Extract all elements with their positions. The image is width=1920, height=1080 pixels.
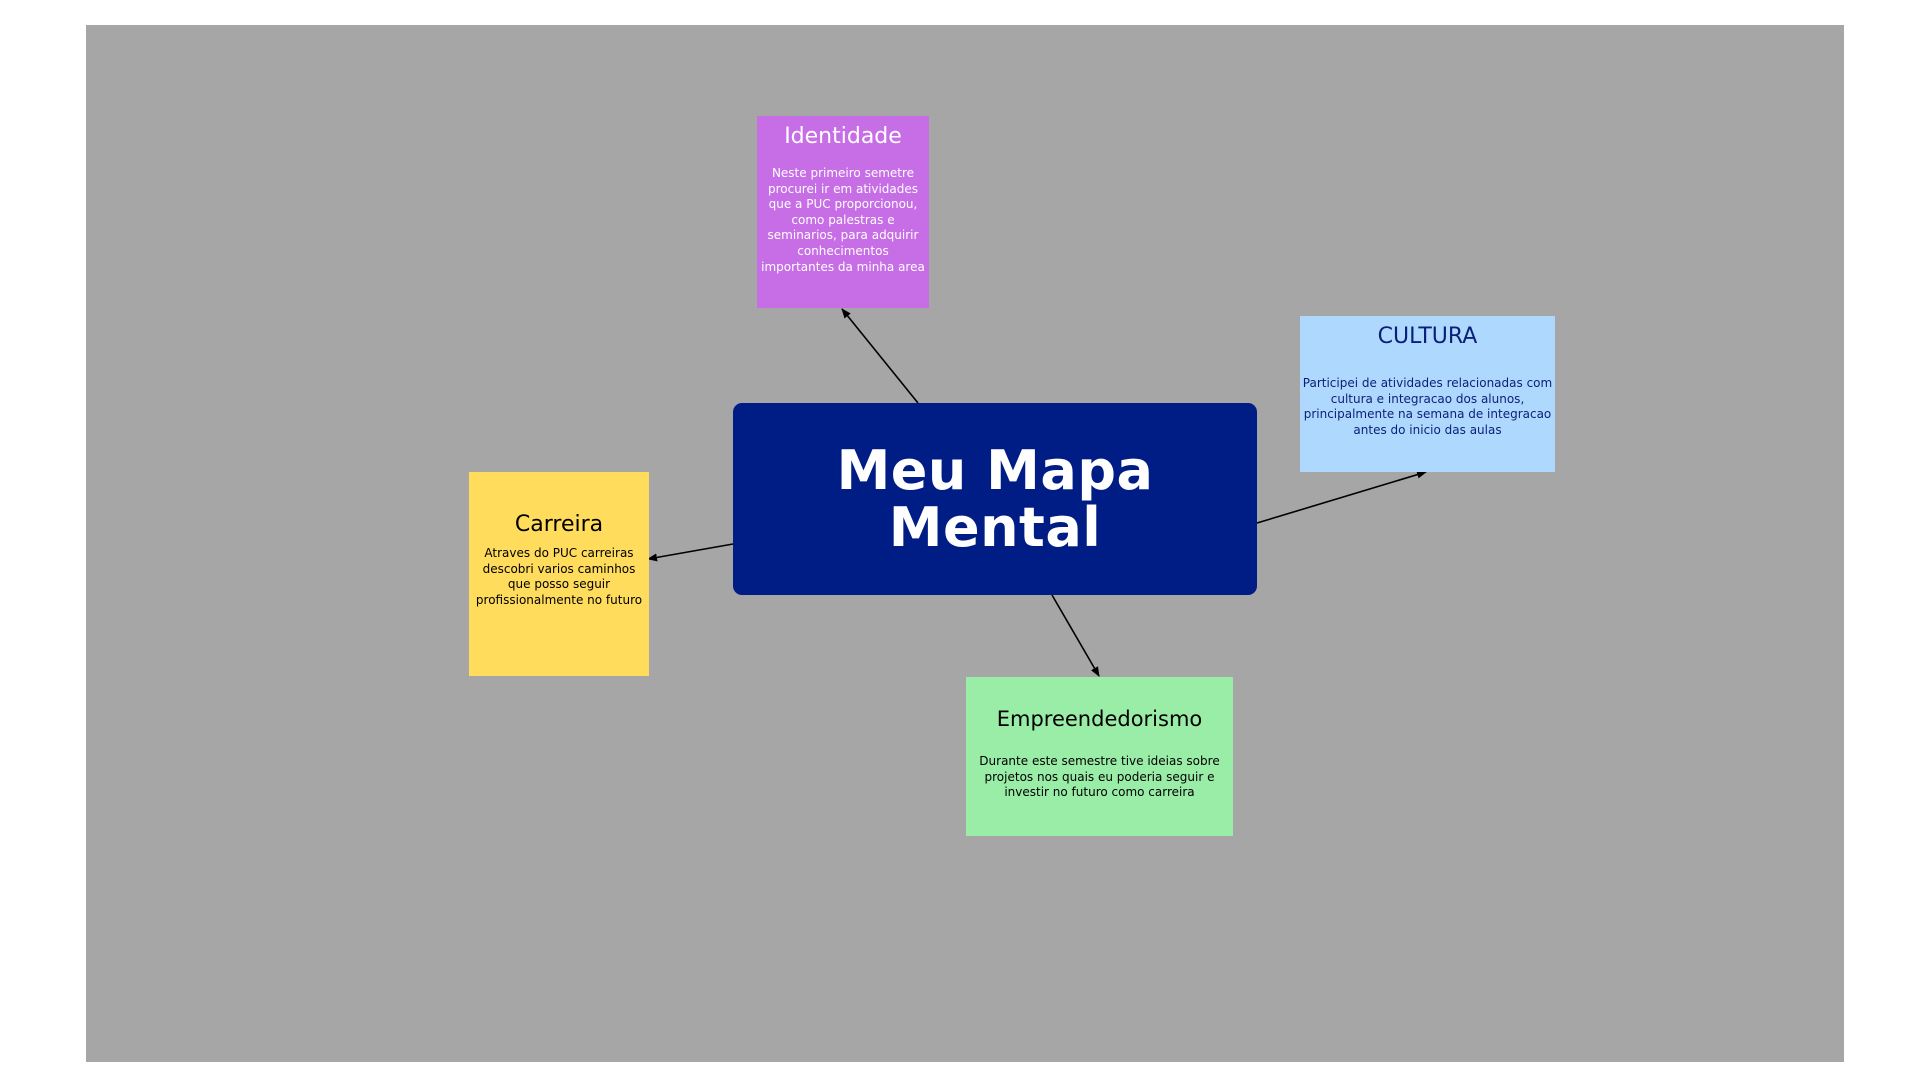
node-cultura-title: CULTURA	[1377, 324, 1478, 349]
node-carreira-text: Atraves do PUC carreiras descobri varios…	[475, 546, 643, 607]
node-empreendedorismo-title: Empreendedorismo	[996, 707, 1203, 731]
node-empreendedorismo[interactable]: Empreendedorismo Durante este semestre t…	[966, 677, 1233, 836]
node-cultura-text: Participei de atividades relacionadas co…	[1302, 376, 1553, 437]
node-identidade[interactable]: Identidade Neste primeiro semetre procur…	[757, 116, 929, 308]
node-carreira-title: Carreira	[514, 512, 604, 537]
node-carreira[interactable]: Carreira Atraves do PUC carreiras descob…	[469, 472, 649, 676]
node-cultura[interactable]: CULTURA Participei de atividades relacio…	[1300, 316, 1555, 472]
central-topic-title: Meu Mapa Mental	[836, 439, 1154, 559]
node-empreendedorismo-text: Durante este semestre tive ideias sobre …	[979, 754, 1220, 800]
central-topic[interactable]: Meu Mapa Mental	[733, 403, 1257, 595]
node-identidade-title: Identidade	[784, 124, 902, 149]
node-identidade-text: Neste primeiro semetre procurei ir em at…	[761, 166, 925, 274]
